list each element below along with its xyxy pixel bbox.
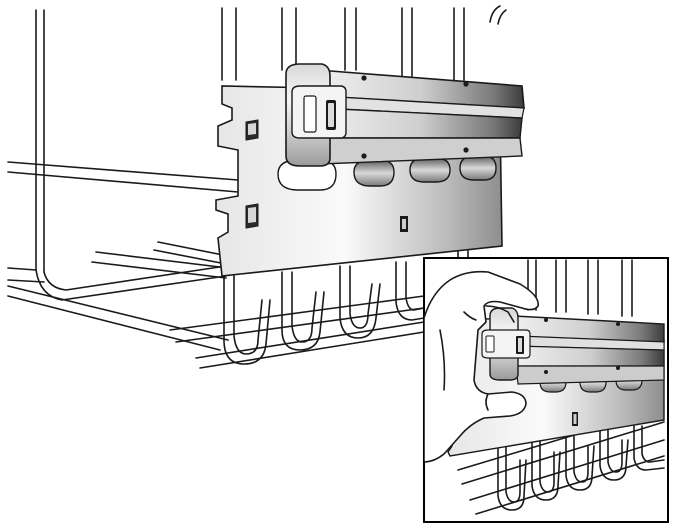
inset-detail [423, 257, 669, 523]
inset-rack-wires [457, 259, 665, 515]
inset-adjuster-bracket [443, 307, 665, 457]
rack-adjuster-bracket [215, 63, 525, 277]
hand-illustration [424, 270, 539, 463]
rack-wires [7, 5, 507, 369]
